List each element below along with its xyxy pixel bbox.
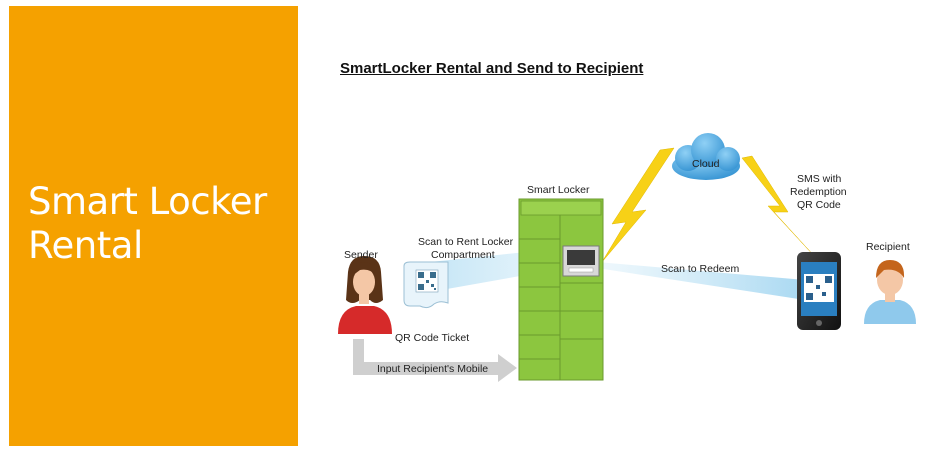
sms-label-2: Redemption (790, 186, 847, 198)
smart-locker-label: Smart Locker (527, 184, 590, 196)
scan-to-rent-label-1: Scan to Rent Locker (418, 236, 514, 248)
qr-ticket-icon (403, 261, 449, 309)
phone-icon (797, 252, 841, 330)
slide-title: Smart Locker Rental (28, 180, 267, 267)
cloud-label: Cloud (692, 158, 720, 170)
locker-icon (518, 198, 604, 381)
sms-label-3: QR Code (797, 199, 841, 211)
lightning-icon-right (741, 155, 817, 259)
scan-beam-right (597, 262, 805, 300)
input-mobile-arrow (353, 339, 517, 382)
diagram-title: SmartLocker Rental and Send to Recipient (340, 60, 644, 77)
recipient-person-icon (864, 260, 916, 324)
scan-to-redeem-label: Scan to Redeem (661, 263, 739, 275)
recipient-label: Recipient (866, 241, 910, 253)
input-mobile-label: Input Recipient's Mobile (377, 363, 488, 375)
title-panel (9, 6, 298, 446)
cloud-icon (672, 133, 740, 180)
sender-label: Sender (344, 249, 378, 261)
lightning-icon (601, 147, 675, 263)
sms-label-1: SMS with (797, 173, 842, 185)
sender-person-icon (338, 256, 392, 334)
qr-ticket-label: QR Code Ticket (395, 332, 469, 344)
scan-to-rent-label-2: Compartment (431, 249, 495, 261)
